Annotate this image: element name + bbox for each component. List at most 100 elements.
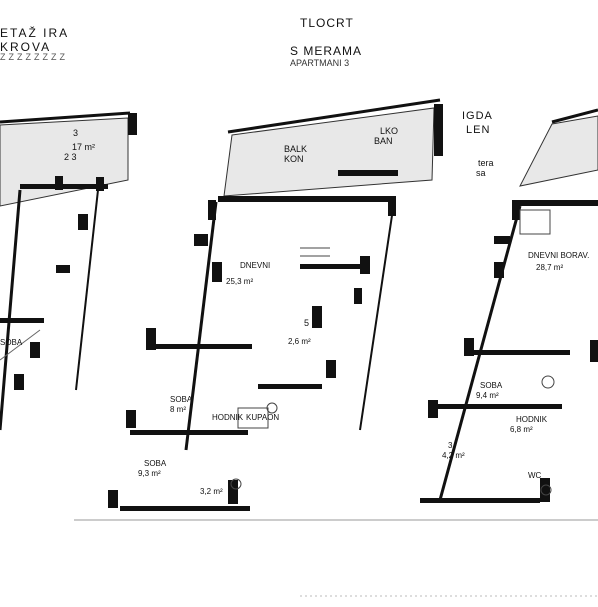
right-bedroom-area: 9,4 m²: [476, 391, 499, 400]
drawing-subtitle: S MERAMA: [290, 44, 363, 58]
right-wc-label: WC: [528, 471, 542, 480]
center-wall-9: [212, 262, 222, 282]
center-bedroom-1-area: 8 m²: [170, 405, 186, 414]
center-corridor-area: 2,6 m²: [288, 337, 311, 346]
right-wall-6: [464, 338, 474, 356]
center-wall-10: [300, 264, 370, 269]
center-wc-area: 3,2 m²: [200, 487, 223, 496]
right-toilet: [540, 484, 552, 496]
left-wall-9: [0, 318, 44, 323]
center-sink: [266, 402, 278, 414]
center-balcony-3: LKO: [380, 126, 398, 136]
right-wall-7: [470, 350, 570, 355]
right-small-num: 3: [448, 441, 453, 450]
right-wall-2: [512, 200, 520, 220]
right-terrace-roof: [519, 115, 598, 187]
left-roof-edge: [0, 111, 131, 124]
left-wall-10: [30, 342, 40, 358]
left-bedroom-label: SOBA: [0, 338, 23, 347]
left-wall-4: [96, 177, 104, 191]
right-unit: tera sa DNEVNI BORAV. 28,7 m² SOBA 9,4 m…: [420, 108, 598, 503]
left-terrace-num: 3: [73, 128, 78, 138]
right-terasa-2: sa: [476, 168, 486, 178]
right-wall-4: [494, 236, 510, 244]
right-wall-11: [420, 498, 540, 503]
center-wall-15: [312, 306, 322, 328]
center-corridor-num: 5: [304, 318, 309, 328]
right-wall-12: [540, 478, 550, 502]
left-wall-8: [56, 265, 70, 273]
center-wall-18: [126, 410, 136, 428]
right-label-1: IGDA: [462, 110, 493, 122]
center-wall-16: [326, 360, 336, 378]
right-wall-8: [590, 340, 598, 362]
center-bath-label: KUPAON: [246, 413, 279, 422]
right-hall-label: HODNIK: [516, 415, 548, 424]
center-wall-2: [218, 196, 394, 202]
center-wall-1: [434, 104, 443, 156]
center-bathtub: [237, 407, 269, 429]
center-wall-8: [194, 234, 208, 246]
right-wall-9: [432, 404, 562, 409]
left-door: [0, 329, 41, 361]
center-wall-5: [208, 200, 216, 220]
center-living-label: DNEVNI: [240, 261, 270, 270]
right-terasa-1: tera: [478, 158, 494, 168]
center-hall-label: HODNIK: [212, 413, 244, 422]
right-roof-edge: [551, 108, 598, 124]
center-unit: BALK KON LKO BAN DNEVNI 25,3 m² 5 2,6 m²…: [108, 98, 443, 511]
center-toilet: [230, 478, 242, 490]
center-bedroom-2-label: SOBA: [144, 459, 167, 468]
center-wall-17: [258, 384, 322, 389]
center-wall-4: [338, 170, 398, 176]
right-small-area: 4,2 m²: [442, 451, 465, 460]
center-wall-21: [120, 506, 250, 511]
left-wall-11: [14, 374, 24, 390]
center-wall-19: [130, 430, 248, 435]
center-balcony-4: BAN: [374, 136, 393, 146]
right-hall-area: 6,8 m²: [510, 425, 533, 434]
center-wall-13: [146, 328, 156, 350]
right-wall-10: [428, 400, 438, 418]
left-wall-5: [0, 189, 22, 431]
center-balcony-2: KON: [284, 154, 304, 164]
drawing-title: TLOCRT: [300, 16, 354, 30]
center-bedroom-1-label: SOBA: [170, 395, 193, 404]
center-terrace-roof: [223, 107, 435, 197]
center-wall-3: [388, 196, 396, 216]
left-title-2: KROVA: [0, 40, 52, 54]
center-wall-20: [108, 490, 118, 508]
left-wall-2: [20, 184, 108, 189]
center-wall-22: [228, 480, 238, 504]
right-bedroom-label: SOBA: [480, 381, 503, 390]
center-wall-6: [184, 201, 218, 451]
center-wall-7: [359, 201, 395, 431]
right-living-area: 28,7 m²: [536, 263, 563, 272]
drawing-subtitle-2: APARTMANI 3: [290, 58, 350, 68]
center-wall-14: [152, 344, 252, 349]
center-bedroom-2-area: 9,3 m²: [138, 469, 161, 478]
right-living-label: DNEVNI BORAV.: [528, 251, 589, 260]
left-terrace-sub: 2 3: [64, 152, 77, 162]
left-wall-6: [75, 189, 99, 391]
center-living-area: 25,3 m²: [226, 277, 253, 286]
drawing-header: TLOCRT S MERAMA APARTMANI 3 ETAŽ IRA KRO…: [0, 0, 598, 80]
right-sink: [541, 375, 555, 389]
center-balcony-1: BALK: [284, 144, 307, 154]
center-wall-11: [360, 256, 370, 274]
right-kitchen-counter: [519, 209, 551, 235]
center-roof-edge: [227, 98, 441, 134]
right-label-2: LEN: [466, 124, 491, 136]
left-unit: 3 17 m² 2 3 SOBA: [0, 111, 137, 431]
left-title-1: ETAŽ IRA: [0, 26, 70, 40]
center-wall-12: [354, 288, 362, 304]
left-wall-7: [78, 214, 88, 230]
left-wall-3: [55, 176, 63, 190]
right-wall-5: [494, 262, 504, 278]
left-wall-1: [128, 113, 137, 135]
right-wall-1: [512, 200, 598, 206]
left-terrace-area: 17 m²: [72, 142, 95, 152]
left-title-3: ZZZZZZZZ: [0, 52, 68, 62]
